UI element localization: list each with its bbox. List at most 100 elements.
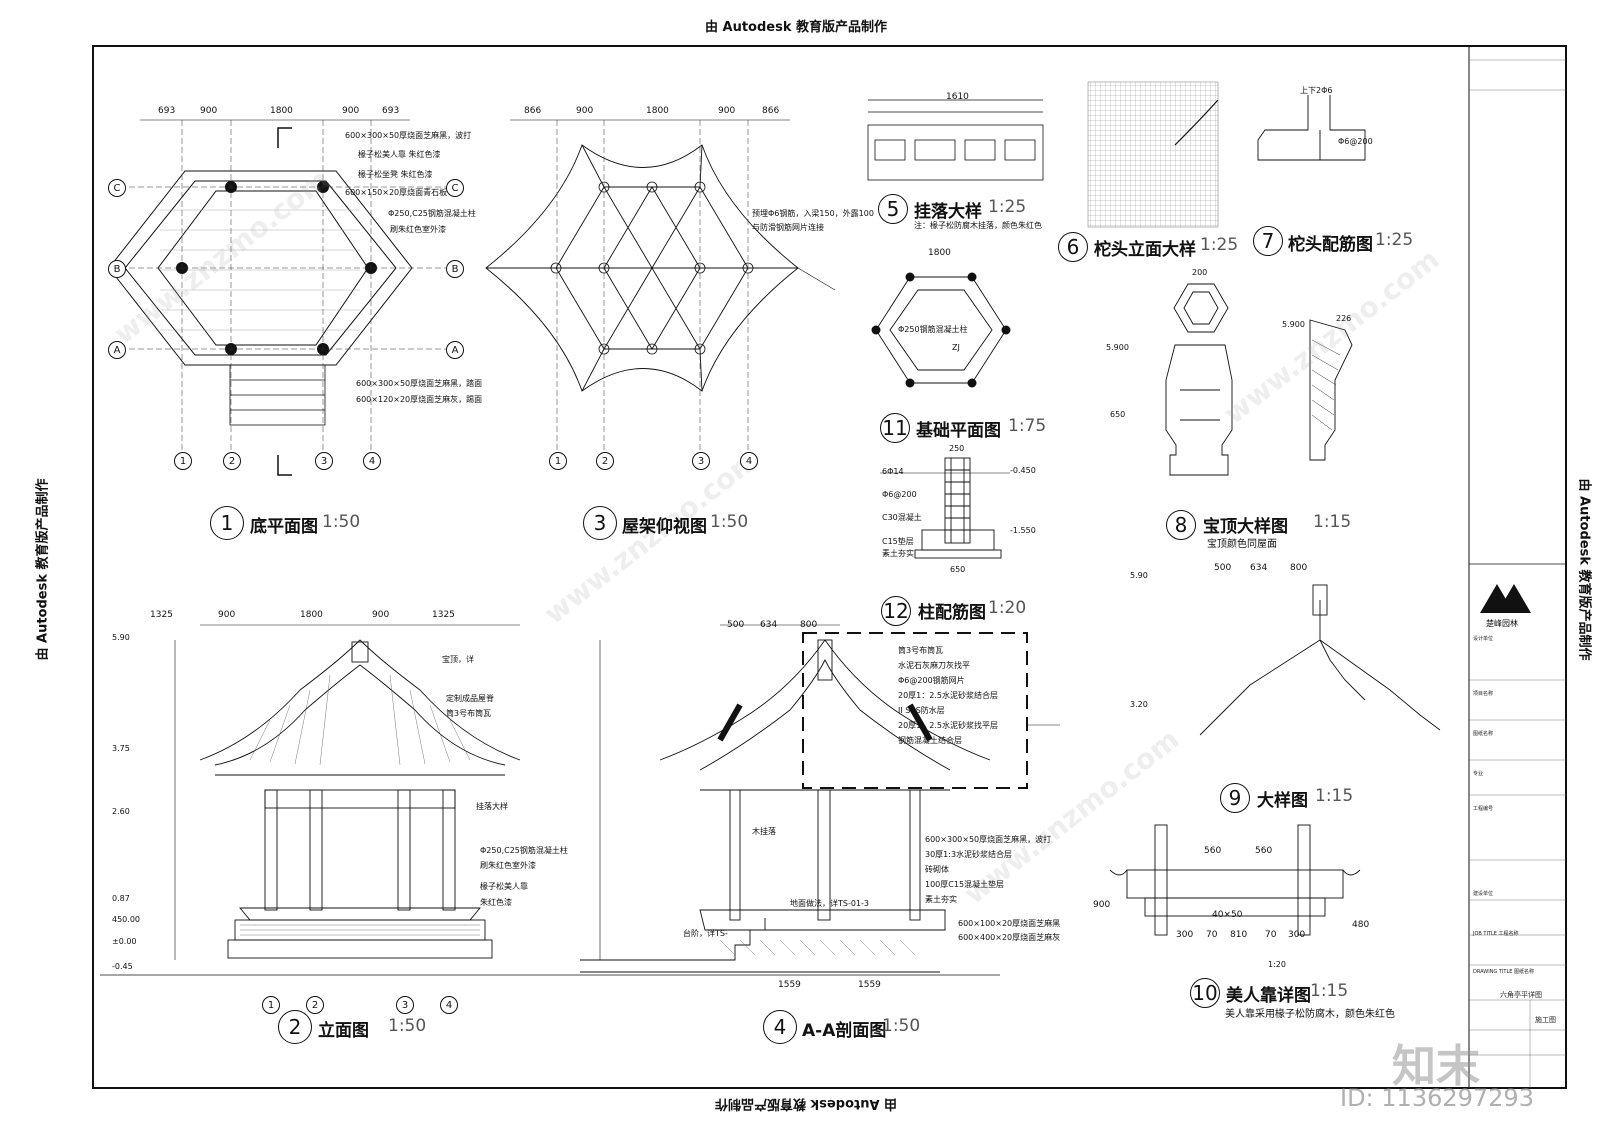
elev-note-3: 挂落大样 bbox=[476, 802, 508, 811]
plan-note-2: 椽子松坐凳 朱红色漆 bbox=[358, 170, 433, 179]
column-label-4: 素土夯实 bbox=[882, 549, 914, 558]
detail8-dim-0: 200 bbox=[1192, 268, 1208, 277]
section-misc-3: 600×100×20厚烧面芝麻黑 bbox=[958, 919, 1061, 928]
section-misc-2: 台阶，详TS- bbox=[683, 929, 728, 938]
tb-stamp: 施工图 bbox=[1535, 1016, 1556, 1024]
elev-note-6: 椽子松美人靠 bbox=[480, 882, 528, 891]
tb-row-7: 建设单位 bbox=[1473, 891, 1494, 897]
detail5-top-dim: 1610 bbox=[946, 92, 969, 102]
view-scale-5: 1:25 bbox=[988, 197, 1027, 217]
elev-dim-0: 1325 bbox=[150, 610, 173, 620]
detail8-dim-3: 226 bbox=[1336, 314, 1352, 323]
elev-level-1: 3.75 bbox=[112, 744, 130, 753]
detail10-dim-7: 900 bbox=[1093, 900, 1111, 910]
elev-dim-1: 900 bbox=[218, 610, 236, 620]
elev-level-6: -0.45 bbox=[112, 962, 133, 971]
detail8-dim-2: 5.900 bbox=[1282, 320, 1305, 329]
view-scale-9: 1:15 bbox=[1315, 786, 1354, 806]
elev-level-5: ±0.00 bbox=[112, 937, 137, 946]
axis-bubble-c2: C bbox=[446, 179, 464, 197]
detail10-dim-6: 300 bbox=[1288, 930, 1306, 940]
tb-row-6: DRAWING TITLE 图纸名称 bbox=[1473, 969, 1535, 975]
plan-note-6: 600×300×50厚烧面芝麻黑，踏面 bbox=[356, 379, 483, 388]
section-misc-0: 木挂落 bbox=[752, 827, 776, 836]
column-label-6: -1.550 bbox=[1010, 526, 1036, 535]
view-scale-1: 1:50 bbox=[322, 512, 361, 532]
elev-note-5: 刷朱红色室外漆 bbox=[480, 861, 536, 870]
elev-level-4: 450.00 bbox=[112, 915, 140, 924]
roof-dim-2: 1800 bbox=[646, 106, 669, 116]
elev-level-3: 0.87 bbox=[112, 894, 130, 903]
roof-dim-4: 866 bbox=[762, 106, 780, 116]
section-floor-note-2: 砖砌体 bbox=[925, 865, 949, 874]
elev-dim-2: 1800 bbox=[300, 610, 323, 620]
column-label-8: 650 bbox=[950, 565, 966, 574]
grid-bubble-e4: 4 bbox=[440, 996, 458, 1014]
tb-row-2: 图纸名称 bbox=[1473, 731, 1494, 737]
axis-bubble-a2: A bbox=[446, 341, 464, 359]
view-title-6: 柁头立面大样 bbox=[1094, 240, 1196, 260]
section-misc-5: 1559 bbox=[778, 980, 801, 990]
brand-logo-text: 知末 bbox=[1392, 1041, 1480, 1092]
plan-note-3: 600×150×20厚烧面青石板 bbox=[345, 188, 448, 197]
section-floor-note-3: 100厚C15混凝土垫层 bbox=[925, 880, 1005, 889]
plan-note-4: Φ250,C25钢筋混凝土柱 bbox=[388, 209, 476, 218]
elev-note-7: 朱红色漆 bbox=[480, 898, 512, 907]
grid-bubble-1: 1 bbox=[174, 452, 192, 470]
view-badge-2: 2 bbox=[278, 1010, 312, 1044]
view-title-10: 美人靠详图 bbox=[1226, 986, 1311, 1006]
detail10-dim-1: 560 bbox=[1255, 846, 1273, 856]
detail10-dim-4: 810 bbox=[1230, 930, 1248, 940]
brand-id-text: ID: 1136297293 bbox=[1340, 1084, 1534, 1112]
view-title-1: 底平面图 bbox=[250, 517, 318, 537]
view-title-5: 挂落大样 bbox=[914, 202, 982, 222]
detail9-dim-4: 3.20 bbox=[1130, 700, 1148, 709]
view-scale-4: 1:50 bbox=[882, 1016, 921, 1036]
plan-dim-3: 900 bbox=[342, 106, 360, 116]
elev-level-2: 2.60 bbox=[112, 807, 130, 816]
section-roof-note-4: II SBS防水层 bbox=[898, 706, 945, 715]
view-badge-1: 1 bbox=[210, 506, 244, 540]
edu-stamp-right: 由 Autodesk 教育版产品制作 bbox=[1576, 478, 1592, 661]
view-scale-10: 1:15 bbox=[1310, 981, 1349, 1001]
view-scale-8: 1:15 bbox=[1313, 512, 1352, 532]
section-roof-note-2: Φ6@200钢筋网片 bbox=[898, 676, 965, 685]
tb-row-5: JOB TITLE 工程名称 bbox=[1473, 931, 1519, 937]
view-badge-7: 7 bbox=[1253, 226, 1283, 256]
view-badge-11: 11 bbox=[880, 413, 910, 443]
column-label-5: -0.450 bbox=[1010, 466, 1036, 475]
elev-note-1: 定制成品屋脊 bbox=[446, 694, 494, 703]
section-misc-4: 600×400×20厚烧面芝麻灰 bbox=[958, 933, 1061, 942]
tb-row-3: 专业 bbox=[1473, 771, 1484, 777]
detail9-dim-3: 5.90 bbox=[1130, 571, 1148, 580]
view-title-11: 基础平面图 bbox=[916, 421, 1001, 441]
section-misc-6: 1559 bbox=[858, 980, 881, 990]
axis-bubble-a: A bbox=[108, 341, 126, 359]
view-title-2: 立面图 bbox=[318, 1021, 369, 1041]
detail7-top: 上下2Φ6 bbox=[1300, 86, 1333, 95]
view-scale-11: 1:75 bbox=[1008, 416, 1047, 436]
detail10-dim-3: 70 bbox=[1206, 930, 1218, 940]
plan-dim-0: 693 bbox=[158, 106, 176, 116]
foundation-top-dim: 1800 bbox=[928, 248, 951, 258]
detail10-dim-9: 40×50 bbox=[1212, 910, 1243, 920]
view-badge-8: 8 bbox=[1166, 510, 1196, 540]
axis-bubble-c: C bbox=[108, 179, 126, 197]
grid-bubble-e2: 2 bbox=[306, 996, 324, 1014]
plan-note-5: 刷朱红色室外漆 bbox=[390, 225, 446, 234]
grid-bubble-r4: 4 bbox=[740, 452, 758, 470]
section-dim-0: 500 bbox=[727, 620, 745, 630]
section-roof-note-5: 20厚1：2.5水泥砂浆找平层 bbox=[898, 721, 998, 730]
elev-dim-3: 900 bbox=[372, 610, 390, 620]
detail8-dim-1: 5.900 bbox=[1106, 343, 1129, 352]
plan-note-1: 椽子松美人靠 朱红色漆 bbox=[358, 150, 441, 159]
edu-stamp-left: 由 Autodesk 教育版产品制作 bbox=[35, 478, 51, 661]
grid-bubble-3: 3 bbox=[315, 452, 333, 470]
plan-dim-4: 693 bbox=[382, 106, 400, 116]
column-label-3: C15垫层 bbox=[882, 537, 914, 546]
section-roof-note-6: 钢筋混凝土结合层 bbox=[898, 736, 962, 745]
plan-note-0: 600×300×50厚烧面芝麻黑，波打 bbox=[345, 131, 472, 140]
section-floor-note-1: 30厚1:3水泥砂浆结合层 bbox=[925, 850, 1013, 859]
tb-row-4: 工程编号 bbox=[1473, 806, 1494, 812]
